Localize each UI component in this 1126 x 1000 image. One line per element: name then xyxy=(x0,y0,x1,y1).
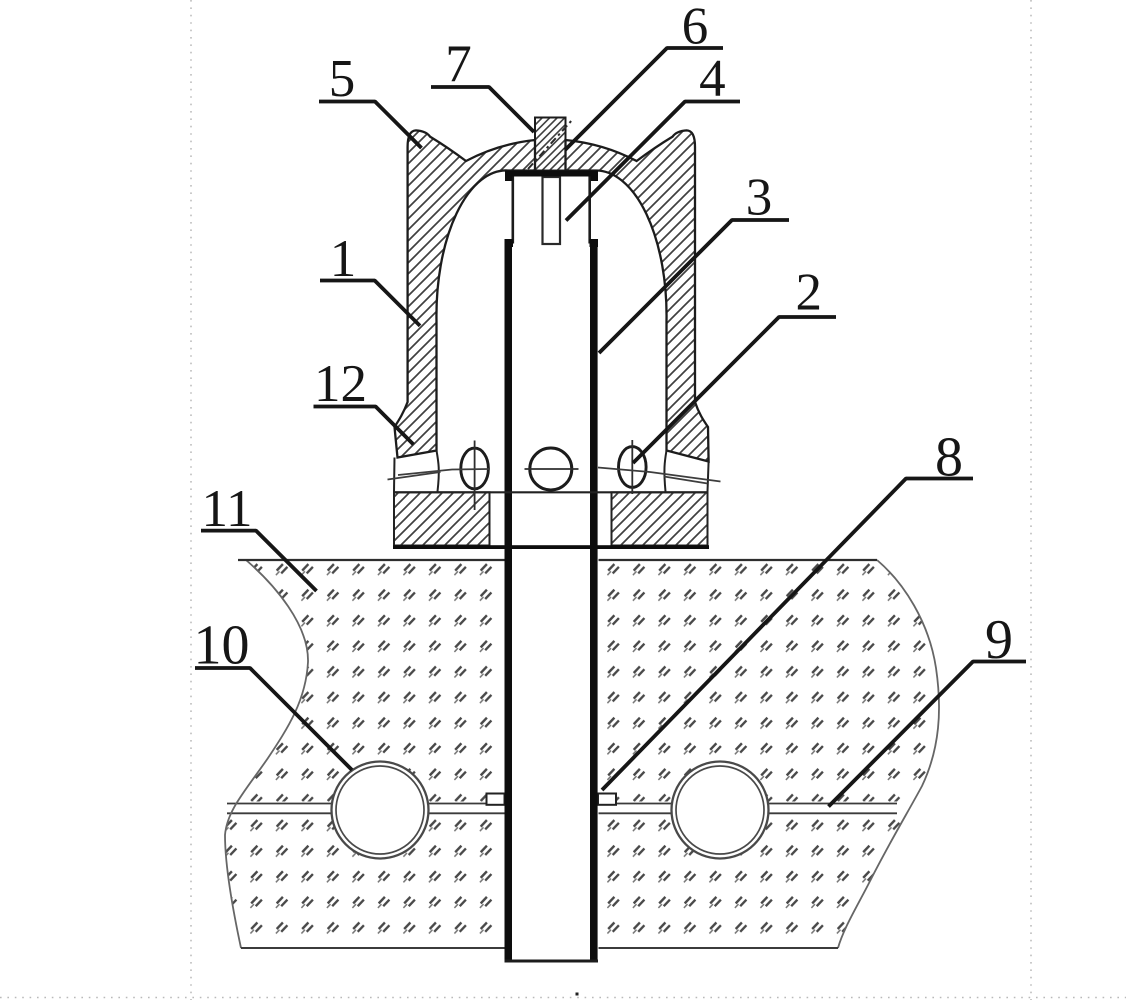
svg-text:8: 8 xyxy=(935,427,963,489)
svg-text:6: 6 xyxy=(682,0,709,56)
svg-text:2: 2 xyxy=(795,264,822,322)
svg-text:3: 3 xyxy=(746,169,773,227)
svg-text:5: 5 xyxy=(329,50,356,108)
svg-text:1: 1 xyxy=(330,230,357,288)
svg-text:4: 4 xyxy=(699,49,726,107)
svg-text:10: 10 xyxy=(194,615,250,677)
svg-text:9: 9 xyxy=(985,609,1013,671)
svg-text:7: 7 xyxy=(445,36,472,94)
svg-text:12: 12 xyxy=(314,355,367,413)
svg-text:11: 11 xyxy=(201,480,252,538)
